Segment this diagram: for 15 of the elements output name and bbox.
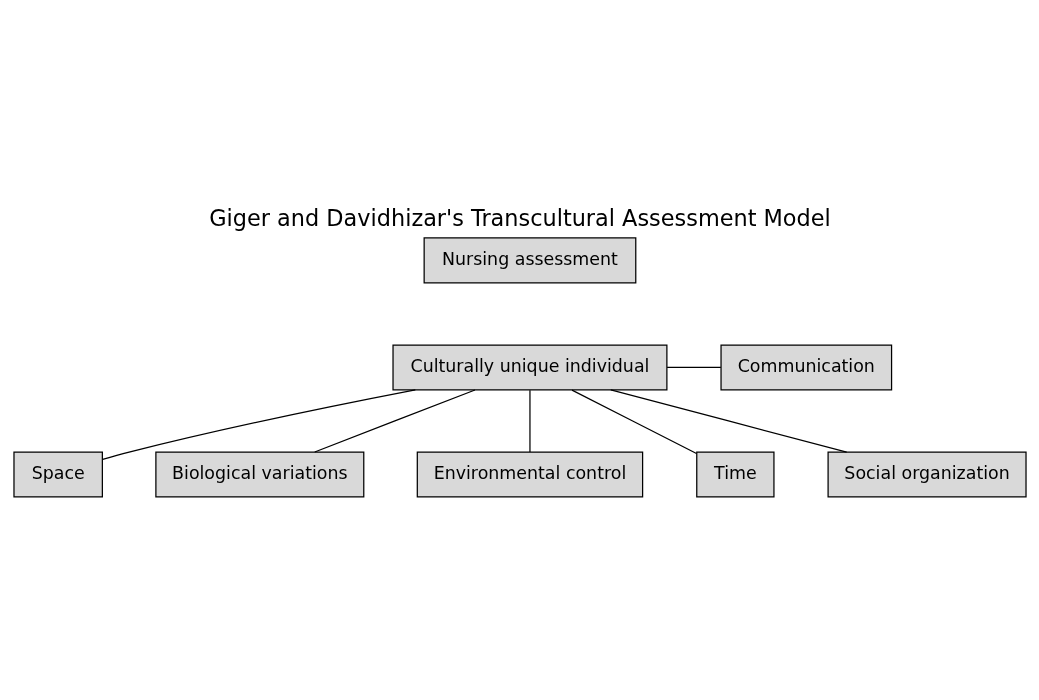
connector xyxy=(313,389,476,453)
connector xyxy=(665,366,721,369)
node-box: Biological variations xyxy=(154,451,364,498)
node-box: Environmental control xyxy=(416,451,643,498)
connector xyxy=(528,389,531,453)
diagram-title: Giger and Davidhizar's Transcultural Assessment Model xyxy=(208,205,831,232)
node-box: Social organization xyxy=(826,451,1027,498)
node-box: Nursing assessment xyxy=(423,237,636,284)
connector xyxy=(609,389,847,453)
connector xyxy=(570,389,697,455)
node-box: Time xyxy=(695,451,775,498)
node-box: Space xyxy=(12,451,103,498)
node-box: Communication xyxy=(719,344,892,391)
connector xyxy=(101,389,416,460)
node-box: Culturally unique individual xyxy=(391,344,667,391)
